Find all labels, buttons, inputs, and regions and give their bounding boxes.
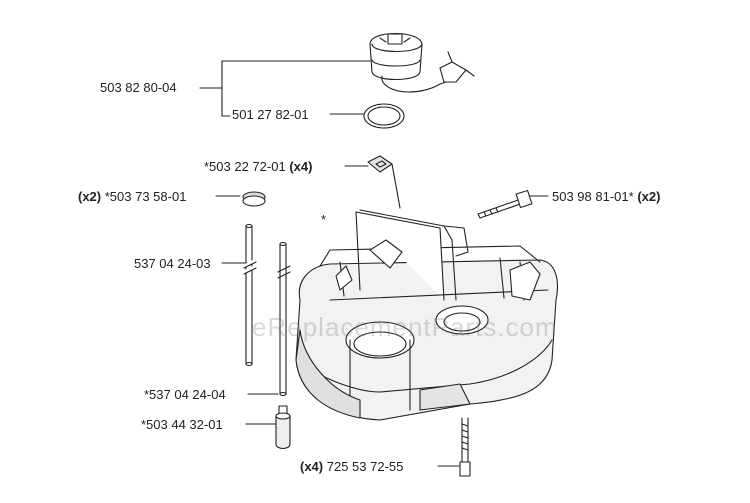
- part-number: 537 04 24-03: [134, 256, 211, 271]
- part-number: *537 04 24-04: [144, 387, 226, 402]
- part-number: 501 27 82-01: [232, 107, 309, 122]
- quantity: (x2): [78, 189, 102, 204]
- tank-housing: [295, 209, 558, 421]
- label-hose-grommet: (x2) *503 73 58-01: [78, 189, 186, 204]
- label-cap-seal-ring: 501 27 82-01: [232, 107, 309, 122]
- quantity: (x4): [289, 159, 313, 174]
- label-fuel-filter: *503 44 32-01: [141, 417, 223, 432]
- quantity: (x2): [637, 189, 661, 204]
- part-number: *503 73 58-01: [104, 189, 187, 204]
- asterisk-mark: *: [321, 212, 327, 227]
- part-number: 725 53 72-55: [326, 459, 404, 474]
- label-fuel-hose-2: *537 04 24-04: [144, 387, 226, 402]
- part-number: 503 98 81-01*: [552, 189, 634, 204]
- seal-ring-part: [363, 103, 405, 129]
- part-number: 503 82 80-04: [100, 80, 177, 95]
- quantity: (x4): [300, 459, 324, 474]
- watermark: eReplacementParts.com: [252, 312, 558, 342]
- part-number: *503 22 72-01: [204, 159, 286, 174]
- screw-part: [459, 417, 471, 477]
- label-screw: (x4) 725 53 72-55: [300, 459, 403, 474]
- grommet-part: [367, 155, 401, 209]
- hose-grommet-part: [242, 191, 266, 207]
- leader-lines: [199, 60, 549, 467]
- label-fuel-hose: 537 04 24-03: [134, 256, 211, 271]
- label-fuel-cap-assembly: 503 82 80-04: [100, 80, 177, 95]
- label-asterisk: *: [321, 212, 326, 227]
- fuel-cap-part: [369, 33, 475, 93]
- fuel-filter-part: [275, 405, 291, 450]
- label-bolt: 503 98 81-01* (x2): [552, 189, 660, 204]
- part-number: *503 44 32-01: [141, 417, 223, 432]
- fuel-hoses: [242, 223, 291, 397]
- label-grommet: *503 22 72-01 (x4): [204, 159, 312, 174]
- bolt-part: [477, 189, 533, 219]
